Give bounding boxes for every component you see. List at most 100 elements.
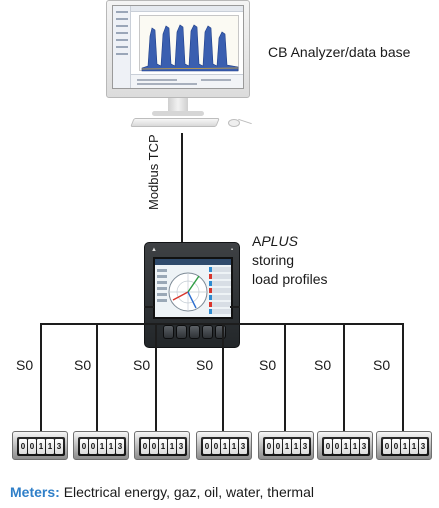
s0-label-6: S0: [314, 357, 332, 373]
device-button-3[interactable]: [189, 325, 200, 339]
s0-label-5: S0: [259, 357, 277, 373]
meter-digit: 0: [333, 439, 341, 454]
screen-toolbar: [131, 6, 243, 12]
monitor: [106, 0, 250, 98]
display-title-bar: [155, 259, 231, 265]
screen-sidebar: [113, 6, 131, 88]
device-caption-storing: storing: [252, 252, 295, 268]
meter-digit: 1: [221, 439, 229, 454]
s0-label-2: S0: [74, 357, 92, 373]
meter-digit: 3: [360, 439, 368, 454]
screen-status-area: [131, 74, 243, 88]
aplus-device: ▲ ▪: [144, 242, 240, 348]
meter-digit: 1: [230, 439, 238, 454]
meter-digit: 0: [265, 439, 273, 454]
bus-stub-right: [230, 306, 240, 308]
device-name: APLUS: [252, 233, 298, 249]
meter-digit: 1: [292, 439, 300, 454]
modbus-connection-line: [181, 133, 183, 242]
modbus-label: Modbus TCP: [146, 134, 161, 210]
meter-digit: 1: [159, 439, 167, 454]
keyboard: [130, 118, 220, 127]
device-name-prefix: A: [252, 233, 262, 249]
s0-drop-2: [96, 323, 98, 431]
meter-digit: 0: [80, 439, 88, 454]
mouse-cable: [238, 118, 252, 125]
device-name-italic: PLUS: [261, 233, 298, 249]
s0-drop-4: [222, 323, 224, 431]
device-button-2[interactable]: [176, 325, 187, 339]
meter-digit: 0: [383, 439, 391, 454]
meter-digit: 1: [410, 439, 418, 454]
s0-drop-5: [284, 323, 286, 431]
meter-digit: 1: [107, 439, 115, 454]
computer-workstation: [100, 0, 256, 135]
s0-label-7: S0: [373, 357, 391, 373]
meter-digit: 1: [98, 439, 106, 454]
load-profile-curve: [141, 24, 239, 72]
meters-caption: Meters: Electrical energy, gaz, oil, wat…: [10, 484, 314, 500]
meter-digit: 0: [392, 439, 400, 454]
meter-digit: 0: [203, 439, 211, 454]
load-profile-plot: [139, 15, 239, 72]
monitor-neck: [168, 98, 188, 112]
s0-drop-3: [155, 323, 157, 431]
phasor-diagram-icon: [168, 272, 208, 312]
display-right-values: [209, 267, 231, 317]
mouse: [228, 119, 240, 127]
s0-label-1: S0: [16, 357, 34, 373]
meter-digit: 0: [212, 439, 220, 454]
s0-label-4: S0: [196, 357, 214, 373]
device-button-1[interactable]: [163, 325, 174, 339]
meter-digit: 3: [239, 439, 247, 454]
meter-digit: 3: [55, 439, 63, 454]
meter-digit: 0: [324, 439, 332, 454]
meter-digit: 1: [401, 439, 409, 454]
device-brand-logo: ▲: [151, 247, 158, 253]
s0-drop-1: [40, 323, 42, 431]
meter-digit: 1: [168, 439, 176, 454]
meters-caption-bold: Meters:: [10, 484, 60, 500]
s0-drop-7: [402, 323, 404, 431]
meter-digit: 3: [116, 439, 124, 454]
meter-digit: 0: [274, 439, 282, 454]
meter-digit: 3: [177, 439, 185, 454]
device-caption-load-profiles: load profiles: [252, 271, 328, 287]
meter-digit: 0: [19, 439, 27, 454]
s0-label-3: S0: [133, 357, 151, 373]
meter-digit: 0: [89, 439, 97, 454]
device-model-badge: ▪: [230, 247, 233, 253]
bus-stub-left: [144, 306, 154, 308]
meter-digit: 1: [37, 439, 45, 454]
device-button-4[interactable]: [202, 325, 213, 339]
meter-digit: 3: [301, 439, 309, 454]
monitor-stand: [152, 111, 204, 116]
device-button-5[interactable]: [215, 325, 226, 339]
display-left-values: [157, 269, 167, 317]
analyzer-screen: [112, 5, 244, 89]
s0-drop-6: [343, 323, 345, 431]
meter-digit: 3: [419, 439, 427, 454]
meter-digit: 1: [283, 439, 291, 454]
meter-digit: 0: [28, 439, 36, 454]
meter-digit: 1: [46, 439, 54, 454]
meter-digit: 0: [150, 439, 158, 454]
computer-label: CB Analyzer/data base: [268, 44, 411, 60]
device-button-row: [163, 325, 226, 341]
meter-digit: 1: [342, 439, 350, 454]
meter-digit: 0: [141, 439, 149, 454]
meter-digit: 1: [351, 439, 359, 454]
